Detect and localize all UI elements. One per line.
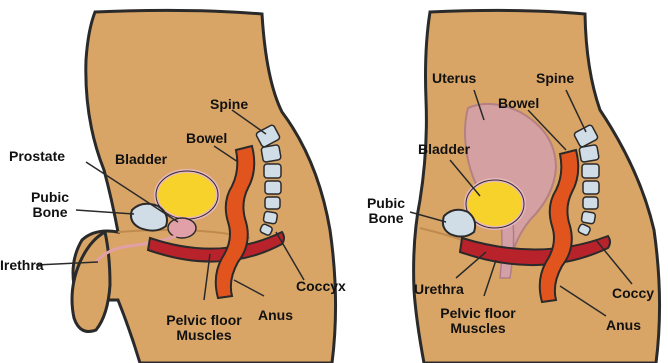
female-label-uterus: Uterus bbox=[432, 71, 476, 86]
male-label-bladder: Bladder bbox=[115, 152, 167, 167]
male-label-pelvic-floor-line1: Pelvic floor bbox=[150, 313, 258, 328]
female-label-pelvic-floor-line1: Pelvic floor bbox=[424, 306, 532, 321]
male-label-pubic-bone-line2: Bone bbox=[24, 205, 76, 220]
male-label-bowel: Bowel bbox=[186, 131, 227, 146]
male-label-prostate: Prostate bbox=[9, 149, 65, 164]
male-label-spine: Spine bbox=[210, 97, 248, 112]
female-label-anus: Anus bbox=[606, 318, 641, 333]
male-figure bbox=[72, 10, 336, 363]
male-label-pelvic-floor-line2: Muscles bbox=[150, 328, 258, 343]
male-label-pubic-bone: Pubic Bone bbox=[24, 190, 76, 220]
female-label-spine: Spine bbox=[536, 71, 574, 86]
female-pubic-bone bbox=[443, 210, 475, 237]
male-label-pubic-bone-line1: Pubic bbox=[24, 190, 76, 205]
female-label-coccyx: Coccy bbox=[612, 286, 654, 301]
female-label-pubic-bone: Pubic Bone bbox=[360, 196, 412, 226]
female-label-urethra: Urethra bbox=[414, 282, 464, 297]
male-prostate bbox=[168, 218, 196, 238]
male-label-coccyx: Coccyx bbox=[296, 279, 346, 294]
female-label-pubic-bone-line1: Pubic bbox=[360, 196, 412, 211]
female-label-bowel: Bowel bbox=[498, 96, 539, 111]
female-label-pelvic-floor-line2: Muscles bbox=[424, 321, 532, 336]
female-label-bladder: Bladder bbox=[418, 142, 470, 157]
male-label-anus: Anus bbox=[258, 308, 293, 323]
female-label-pelvic-floor: Pelvic floor Muscles bbox=[424, 306, 532, 336]
female-label-pubic-bone-line2: Bone bbox=[360, 211, 412, 226]
male-pubic-bone bbox=[131, 204, 167, 231]
male-label-urethra: Irethra bbox=[0, 258, 44, 273]
male-label-pelvic-floor: Pelvic floor Muscles bbox=[150, 313, 258, 343]
